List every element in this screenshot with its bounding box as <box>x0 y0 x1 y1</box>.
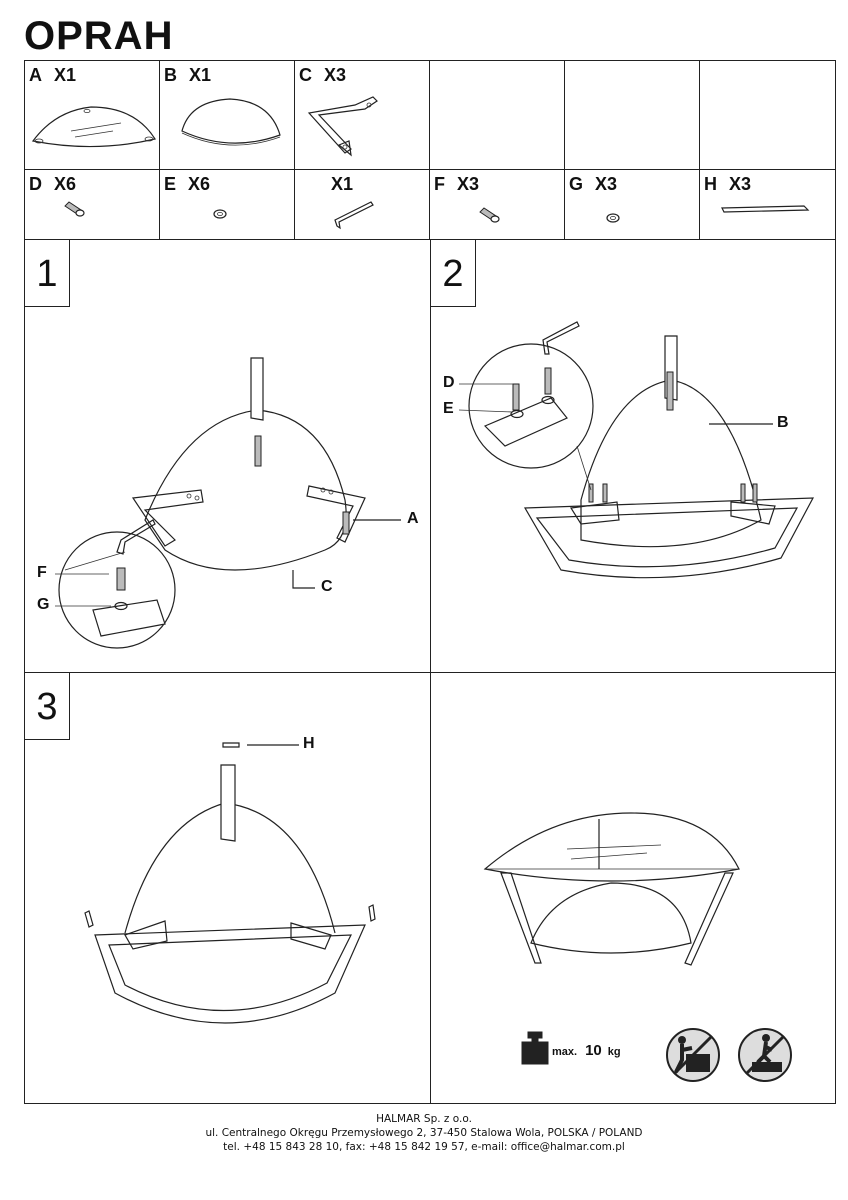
part-g-qty: X3 <box>595 174 618 194</box>
part-h-cell: H X3 <box>699 169 836 240</box>
part-d-cell: D X6 <box>24 169 160 240</box>
no-standing-on-box-icon <box>666 1028 720 1082</box>
step-number: 1 <box>24 239 70 307</box>
part-b-cell: B X1 <box>159 60 295 170</box>
callout-f: F <box>37 564 47 581</box>
screw-icon <box>64 201 85 217</box>
step-3-panel: 3 H <box>24 672 431 1104</box>
step-3-illustration <box>84 742 376 1024</box>
washer-icon <box>606 213 620 223</box>
part-a-qty: X1 <box>54 65 77 85</box>
part-e-cell: E X6 <box>159 169 295 240</box>
callout-g: G <box>37 596 50 613</box>
part-g-letter: G <box>569 174 584 194</box>
bolt-icon <box>479 207 500 223</box>
washer-icon <box>213 209 227 219</box>
callout-a: A <box>407 510 419 527</box>
callout-e: E <box>443 400 454 417</box>
callout-c: C <box>321 578 333 595</box>
step-2-panel: 2 D E B <box>430 239 836 673</box>
step-2-illustration <box>458 321 815 579</box>
part-g-cell: G X3 <box>564 169 700 240</box>
part-d-letter: D <box>29 174 42 194</box>
part-d-qty: X6 <box>54 174 77 194</box>
part-e-letter: E <box>164 174 177 194</box>
no-standing-on-table-icon <box>738 1028 792 1082</box>
part-b-letter: B <box>164 65 177 85</box>
step-1-illustration <box>55 357 401 649</box>
empty-cell-1 <box>429 60 565 170</box>
hex-key-icon <box>334 201 374 230</box>
footer: HALMAR Sp. z o.o. ul. Centralnego Okręgu… <box>0 1112 848 1154</box>
max-load-value: 10 <box>585 1042 602 1059</box>
part-h-letter: H <box>704 174 717 194</box>
step-1-panel: 1 A C F G <box>24 239 431 673</box>
hex-key-cell: X1 <box>294 169 430 240</box>
max-load-prefix: max. <box>552 1046 578 1058</box>
step-number: 3 <box>24 672 70 740</box>
part-c-qty: X3 <box>324 65 347 85</box>
hex-key-qty: X1 <box>331 174 354 194</box>
part-a-cell: A X1 <box>24 60 160 170</box>
finished-table-illustration <box>483 812 740 966</box>
part-e-qty: X6 <box>188 174 211 194</box>
empty-cell-2 <box>564 60 700 170</box>
part-h-qty: X3 <box>729 174 752 194</box>
max-load-label: max. 10 kg <box>552 1042 621 1059</box>
part-c-letter: C <box>299 65 312 85</box>
glass-top-icon <box>31 106 156 148</box>
callout-h: H <box>303 735 315 752</box>
part-c-cell: C X3 <box>294 60 430 170</box>
step-number: 2 <box>430 239 476 307</box>
footer-address: ul. Centralnego Okręgu Przemysłowego 2, … <box>205 1127 643 1139</box>
part-f-qty: X3 <box>457 174 480 194</box>
empty-cell-3 <box>699 60 836 170</box>
part-f-letter: F <box>434 174 445 194</box>
finished-table-panel <box>430 672 836 1104</box>
footer-company: HALMAR Sp. z o.o. <box>376 1113 472 1125</box>
weight-icon <box>521 1031 549 1065</box>
felt-pad-icon <box>721 205 810 213</box>
page-title: OPRAH <box>24 14 174 58</box>
max-load-unit: kg <box>607 1046 621 1058</box>
part-a-letter: A <box>29 65 42 85</box>
leg-bracket-icon <box>307 96 378 157</box>
callout-b: B <box>777 414 789 431</box>
part-b-qty: X1 <box>189 65 212 85</box>
part-f-cell: F X3 <box>429 169 565 240</box>
footer-contact: tel. +48 15 843 28 10, fax: +48 15 842 1… <box>223 1141 625 1153</box>
glass-shelf-icon <box>181 98 281 146</box>
callout-d: D <box>443 374 455 391</box>
parts-list: A X1 B X1 C X3 D X6 <box>24 60 836 240</box>
